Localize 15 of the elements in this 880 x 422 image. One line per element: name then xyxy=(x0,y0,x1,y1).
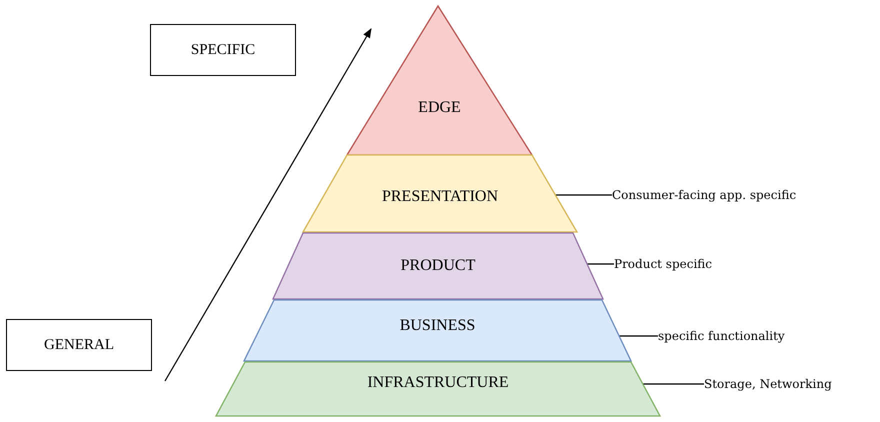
layer-label: BUSINESS xyxy=(398,316,476,336)
leader-line xyxy=(555,194,612,196)
annotation-text: Storage, Networking xyxy=(704,376,832,392)
layer-label: PRODUCT xyxy=(400,256,476,276)
layer-label: INFRASTRUCTURE xyxy=(366,373,510,393)
label-box: GENERAL xyxy=(6,319,152,371)
annotation-text: Consumer-facing app. specific xyxy=(612,187,796,203)
leader-line xyxy=(587,263,614,265)
label-box: SPECIFIC xyxy=(150,24,296,76)
annotation-text: specific functionality xyxy=(658,328,785,344)
layer-label: EDGE xyxy=(417,98,462,118)
layer-label: PRESENTATION xyxy=(380,187,500,207)
leader-line xyxy=(642,383,704,385)
annotation-text: Product specific xyxy=(614,256,712,272)
leader-line xyxy=(619,335,658,337)
